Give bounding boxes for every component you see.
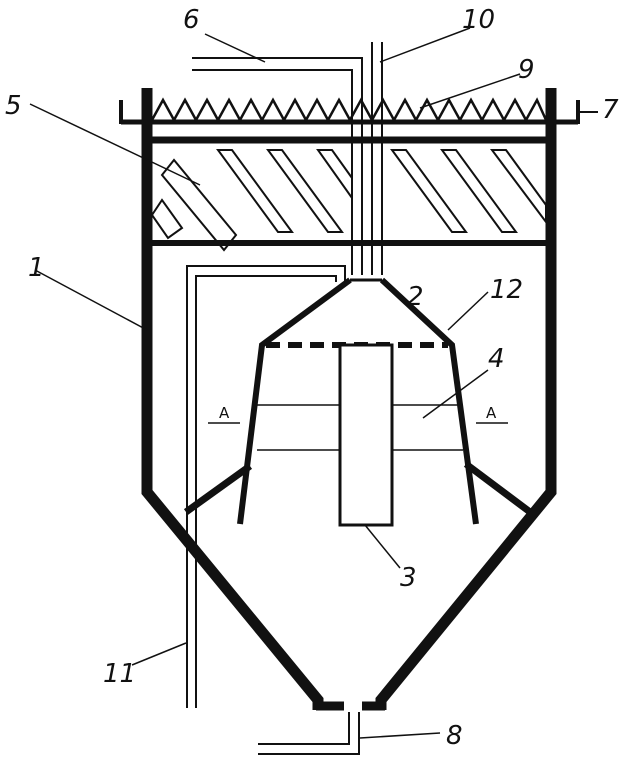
label-10: 10	[462, 5, 495, 35]
leader-lines	[29, 27, 521, 739]
label-7: 7	[602, 95, 619, 125]
section-lines	[208, 404, 508, 451]
label-12: 12	[490, 275, 523, 305]
label-2: 2	[407, 282, 424, 312]
label-11: 11	[103, 659, 136, 689]
central-tube	[338, 343, 394, 527]
label-3: 3	[400, 563, 417, 593]
outlet-pipe	[258, 712, 360, 755]
label-8: 8	[446, 721, 463, 751]
label-1: 1	[28, 253, 45, 283]
overflow-trough	[119, 100, 598, 125]
label-9: 9	[518, 55, 535, 85]
vessel-wall	[141, 88, 557, 711]
gas-pipe	[371, 42, 383, 275]
part-labels: 6 10 9 7 5 1 2 12 4 A A 3 11 8	[5, 5, 619, 751]
sawtooth-weir	[150, 97, 548, 123]
label-5: 5	[5, 91, 22, 121]
section-label-right: A	[486, 404, 497, 422]
sludge-return-pipe	[186, 265, 346, 708]
section-label-left: A	[219, 404, 230, 422]
inclined-plate-packing	[147, 136, 551, 252]
label-6: 6	[183, 5, 200, 35]
inner-baffles	[183, 461, 533, 515]
label-4: 4	[488, 344, 505, 374]
inlet-pipe	[192, 57, 363, 275]
